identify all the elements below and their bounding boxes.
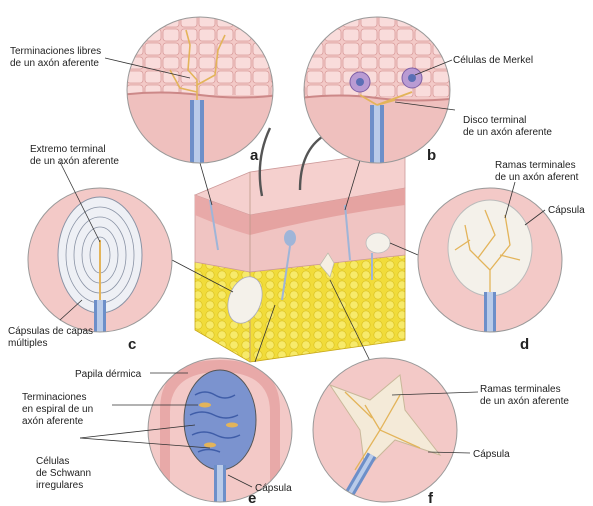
panel-letter-a: a — [250, 147, 259, 164]
label-e-schwann-line3: irregulares — [36, 480, 83, 491]
label-e-schwann-line2: de Schwann — [36, 468, 91, 479]
panel-letter-d: d — [520, 336, 529, 353]
label-b-disc-line2: de un axón aferente — [463, 127, 552, 138]
label-e-spiral-line3: axón aferente — [22, 416, 84, 427]
label-f-branches-line1: Ramas terminales — [480, 384, 561, 395]
label-e-spiral-line2: en espiral de un — [22, 404, 93, 415]
label-a-line2: de un axón aferente — [10, 58, 99, 69]
label-e-schwann-line1: Células — [36, 456, 69, 467]
label-e-capsule: Cápsula — [255, 483, 292, 494]
panel-d — [418, 188, 562, 342]
panel-f — [313, 358, 457, 506]
label-e-papilla: Papila dérmica — [75, 369, 142, 380]
label-c-bottom-line1: Cápsulas de capas — [8, 326, 93, 337]
label-c-top-line2: de un axón aferente — [30, 156, 119, 167]
panel-letter-c: c — [128, 336, 136, 353]
label-d-capsule: Cápsula — [548, 205, 585, 216]
label-c-bottom-line2: múltiples — [8, 338, 47, 349]
label-f-capsule: Cápsula — [473, 449, 510, 460]
label-b-merkel: Células de Merkel — [453, 55, 533, 66]
panel-c — [28, 188, 172, 340]
panel-letter-f: f — [428, 490, 434, 506]
panel-letter-e: e — [248, 490, 256, 506]
label-b-disc-line1: Disco terminal — [463, 115, 526, 126]
label-f-branches-line2: de un axón aferente — [480, 396, 569, 407]
label-e-spiral-line1: Terminaciones — [22, 392, 86, 403]
label-c-top-line1: Extremo terminal — [30, 144, 106, 155]
label-a-line1: Terminaciones libres — [10, 46, 101, 57]
panel-letter-b: b — [427, 147, 436, 164]
label-d-branches-line2: de un axón aferent — [495, 172, 579, 183]
label-d-branches-line1: Ramas terminales — [495, 160, 576, 171]
